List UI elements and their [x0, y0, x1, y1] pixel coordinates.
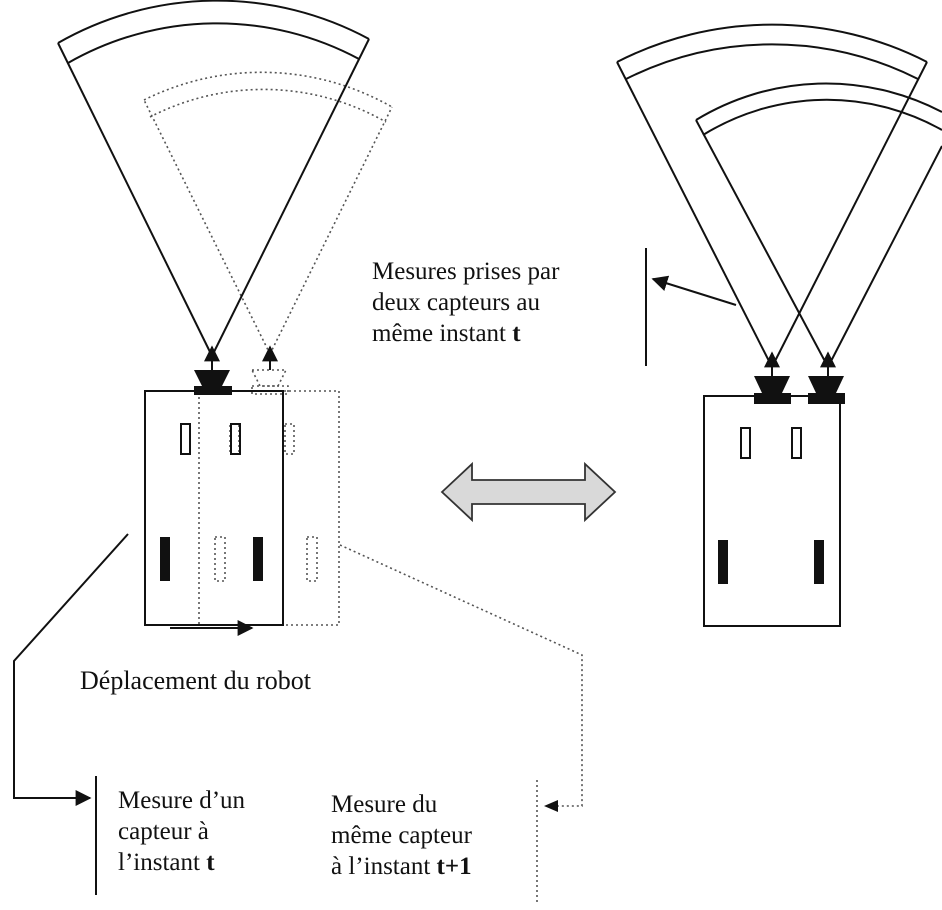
label-measure-t1-line3-text: à l’instant: [331, 853, 437, 880]
callout-measure-t: [13, 533, 129, 895]
label-measure-t-line3: l’instant t: [118, 847, 245, 878]
label-measure-t-time: t: [206, 849, 215, 876]
cone-right-sensor-1: [616, 23, 928, 368]
label-measure-t1-line3: à l’instant t+1: [331, 851, 472, 882]
sensor-t1-icon: [250, 369, 289, 395]
measures-pointer-arrow: [651, 275, 737, 306]
robot-right: [703, 395, 841, 627]
label-two-sensors: Mesures prises par deux capteurs au même…: [372, 256, 559, 349]
label-two-sensors-line3: même instant t: [372, 318, 559, 349]
label-measure-t-line2: capteur à: [118, 818, 209, 845]
label-two-sensors-line1: Mesures prises par: [372, 258, 560, 285]
robot-t: [144, 390, 284, 626]
label-robot-motion: Déplacement du robot: [80, 666, 312, 695]
callout-measure-t1: [339, 544, 583, 903]
sensor-right-1-icon: [754, 376, 791, 404]
label-measure-t: Mesure d’un capteur à l’instant t: [118, 785, 245, 878]
sensor-right-2-icon: [808, 376, 845, 404]
label-two-sensors-line3-text: même instant: [372, 320, 513, 347]
label-measure-t-line1: Mesure d’un: [118, 787, 246, 814]
cone-right-sensor-2: [695, 82, 942, 368]
sensor-t-icon: [194, 370, 232, 395]
label-two-sensors-time: t: [512, 320, 521, 347]
equivalence-double-arrow: [440, 461, 617, 523]
label-two-sensors-line2: deux capteurs au: [372, 289, 540, 316]
label-measure-t-line3-text: l’instant: [118, 849, 207, 876]
label-measure-t1-time: t+1: [436, 853, 472, 880]
cone-sensor-t: [57, 0, 370, 357]
label-measure-t1-line2: même capteur: [331, 822, 472, 849]
robot-t1: [198, 390, 340, 626]
label-measure-t1: Mesure du même capteur à l’instant t+1: [331, 789, 472, 882]
cone-sensor-t1: [143, 71, 393, 355]
label-measure-t1-line1: Mesure du: [331, 791, 438, 818]
callout-measure-t1-arrowhead: [544, 800, 558, 812]
